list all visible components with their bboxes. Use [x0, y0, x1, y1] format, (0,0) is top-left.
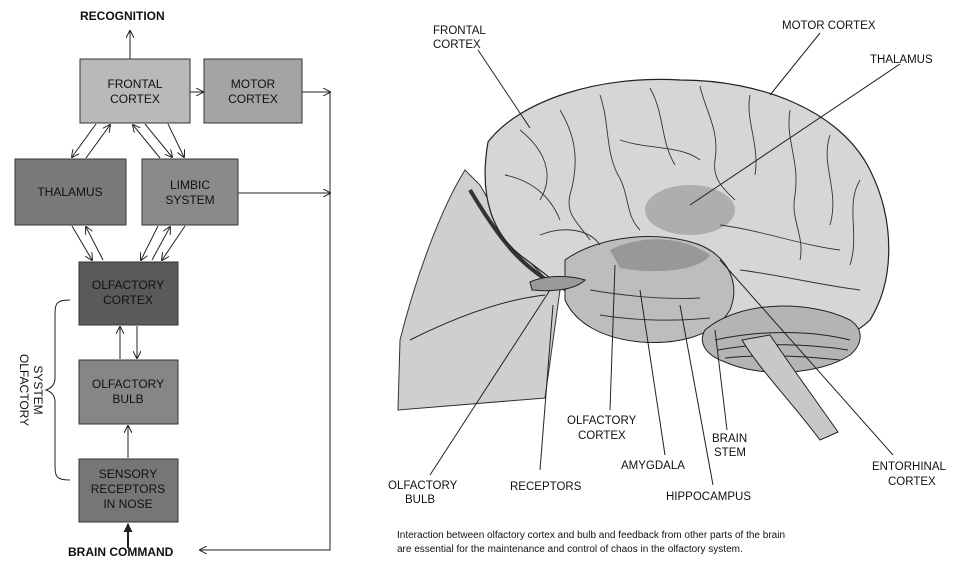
- box-frontal-cortex: FRONTAL CORTEX: [80, 59, 190, 123]
- label-olfactory-bulb-2: BULB: [405, 494, 435, 506]
- caption-line-2: are essential for the maintenance and co…: [397, 543, 957, 557]
- label-entorhinal-cortex-2: CORTEX: [888, 476, 936, 488]
- label-olfactory-cortex-2: CORTEX: [578, 430, 626, 442]
- thalamus-region: [645, 185, 735, 235]
- olfactory-system-brace: [46, 300, 70, 480]
- arrow-frontal-to-thalamus: [72, 124, 96, 157]
- arrow-limbic-to-olfactory-cortex-2: [162, 226, 185, 260]
- box-sensory-receptors-label-2: RECEPTORS: [91, 482, 165, 496]
- label-frontal-cortex-1: FRONTAL: [433, 25, 486, 37]
- label-entorhinal-cortex-1: ENTORHINAL: [872, 461, 947, 473]
- olfactory-system-label-1: OLFACTORY: [17, 354, 31, 426]
- label-brain-stem-1: BRAIN: [712, 433, 747, 445]
- box-olfactory-cortex-label-2: CORTEX: [103, 293, 153, 307]
- arrow-thalamus-to-olfactory-cortex: [72, 226, 92, 260]
- flow-diagram: RECOGNITION BRAIN COMMAND FRONTAL CORTEX…: [15, 9, 330, 559]
- box-olfactory-cortex-label-1: OLFACTORY: [92, 278, 164, 292]
- box-thalamus-label: THALAMUS: [37, 185, 102, 199]
- olfactory-system-label-2: SYSTEM: [31, 365, 45, 414]
- box-limbic-system-label-2: SYSTEM: [165, 193, 214, 207]
- arrow-frontal-to-limbic-2: [168, 124, 184, 157]
- brain-illustration: FRONTAL CORTEX MOTOR CORTEX THALAMUS OLF…: [388, 20, 947, 506]
- box-limbic-system: LIMBIC SYSTEM: [142, 159, 238, 225]
- box-thalamus: THALAMUS: [15, 159, 126, 225]
- box-frontal-cortex-label-1: FRONTAL: [107, 77, 162, 91]
- label-frontal-cortex-2: CORTEX: [433, 39, 481, 51]
- box-olfactory-bulb-label-2: BULB: [112, 392, 143, 406]
- box-limbic-system-label-1: LIMBIC: [170, 178, 210, 192]
- box-olfactory-cortex: OLFACTORY CORTEX: [79, 262, 178, 325]
- caption-line-1: Interaction between olfactory cortex and…: [397, 529, 957, 543]
- box-sensory-receptors: SENSORY RECEPTORS IN NOSE: [79, 459, 178, 522]
- label-hippocampus: HIPPOCAMPUS: [666, 491, 751, 503]
- box-frontal-cortex-label-2: CORTEX: [110, 92, 160, 106]
- label-receptors: RECEPTORS: [510, 481, 582, 493]
- arrow-frontal-to-limbic: [145, 124, 172, 157]
- label-thalamus: THALAMUS: [870, 54, 933, 66]
- label-olfactory-bulb-1: OLFACTORY: [388, 480, 458, 492]
- box-olfactory-bulb: OLFACTORY BULB: [79, 360, 178, 424]
- box-sensory-receptors-label-1: SENSORY: [99, 467, 157, 481]
- arrow-limbic-to-olfactory-cortex: [141, 226, 158, 260]
- arrow-limbic-to-frontal: [133, 125, 160, 158]
- caption: Interaction between olfactory cortex and…: [397, 529, 957, 557]
- arrow-thalamus-to-frontal: [86, 125, 110, 158]
- box-olfactory-bulb-label-1: OLFACTORY: [92, 377, 164, 391]
- label-motor-cortex: MOTOR CORTEX: [782, 20, 876, 32]
- label-olfactory-cortex-1: OLFACTORY: [567, 415, 637, 427]
- label-amygdala: AMYGDALA: [621, 460, 685, 472]
- box-motor-cortex-label-2: CORTEX: [228, 92, 278, 106]
- box-motor-cortex-label-1: MOTOR: [231, 77, 276, 91]
- box-sensory-receptors-label-3: IN NOSE: [103, 497, 152, 511]
- recognition-label: RECOGNITION: [80, 9, 165, 23]
- label-brain-stem-2: STEM: [714, 447, 746, 459]
- box-motor-cortex: MOTOR CORTEX: [204, 59, 302, 123]
- brain-command-label: BRAIN COMMAND: [68, 545, 174, 559]
